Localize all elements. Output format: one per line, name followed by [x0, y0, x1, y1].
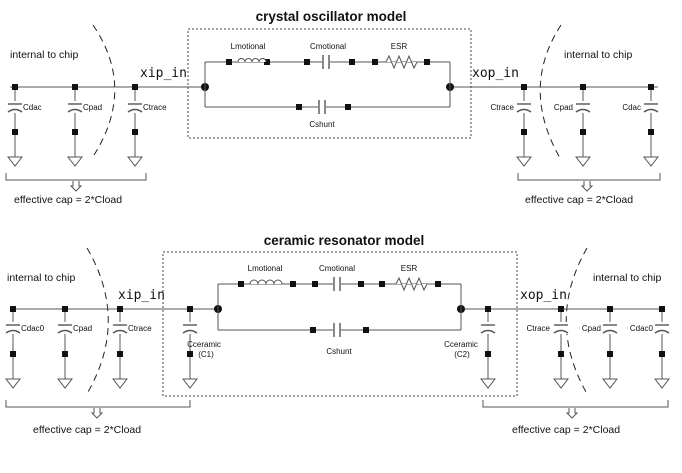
- crystal-cdac-left-label: Cdac: [23, 103, 42, 112]
- ceramic-cdac0-left: [4, 306, 22, 389]
- crystal-ctrace-left: [126, 84, 144, 167]
- crystal-cmotional-capacitor-icon: [322, 54, 330, 70]
- ceramic-cceramic-c2: [479, 306, 497, 389]
- ceramic-effective-cap-right: effective cap = 2*Cload: [512, 424, 620, 436]
- crystal-right-brace: [517, 173, 661, 192]
- crystal-ctrace-left-label: Ctrace: [143, 103, 167, 112]
- crystal-lmotional-inductor-icon: [237, 58, 267, 63]
- crystal-model-boundary: [187, 28, 472, 139]
- ceramic-cshunt-label: Cshunt: [326, 347, 352, 356]
- ceramic-cmotional-capacitor-icon: [333, 276, 341, 292]
- ceramic-c2-label: (C2): [454, 350, 470, 359]
- crystal-cpad-left: [66, 84, 84, 167]
- ceramic-cceramic-c1: [181, 306, 199, 389]
- ceramic-cpad-left-label: Cpad: [73, 324, 92, 333]
- crystal-ctrace-right-label: Ctrace: [490, 103, 514, 112]
- ceramic-lmotional-label: Lmotional: [248, 264, 283, 273]
- crystal-chip-boundary-right: [539, 24, 562, 159]
- ceramic-ctrace-right-label: Ctrace: [526, 324, 550, 333]
- ceramic-cdac0-right-label: Cdac0: [630, 324, 654, 333]
- crystal-cdac-right: [642, 84, 660, 167]
- crystal-chip-boundary-left: [92, 24, 116, 156]
- crystal-internal-right-label: internal to chip: [564, 49, 632, 61]
- ceramic-c1-label: (C1): [198, 350, 214, 359]
- ceramic-cdac0-right: [653, 306, 671, 389]
- ceramic-internal-right-label: internal to chip: [593, 272, 661, 284]
- ceramic-lmotional-inductor-icon: [249, 279, 283, 285]
- crystal-cdac-right-label: Cdac: [622, 103, 641, 112]
- crystal-node-xop-in: xop_in: [472, 66, 519, 81]
- ceramic-cpad-right: [601, 306, 619, 389]
- ceramic-chip-boundary-left: [86, 247, 109, 393]
- ceramic-model-boundary: [162, 251, 518, 397]
- ceramic-chip-boundary-right: [565, 247, 588, 393]
- ceramic-cmotional-label: Cmotional: [319, 264, 355, 273]
- ceramic-ctrace-left: [111, 306, 129, 389]
- crystal-left-brace: [5, 173, 147, 192]
- ceramic-node-xip-in: xip_in: [118, 288, 165, 303]
- ceramic-cpad-right-label: Cpad: [582, 324, 601, 333]
- crystal-shunt-branch: [204, 87, 451, 110]
- ceramic-ctrace-right: [552, 306, 570, 389]
- crystal-right-capacitor-bank: [515, 84, 660, 167]
- ceramic-right-capacitor-bank: [479, 306, 671, 389]
- crystal-effective-cap-left: effective cap = 2*Cload: [14, 194, 122, 206]
- crystal-cpad-right-label: Cpad: [554, 103, 573, 112]
- crystal-esr-resistor-icon: [385, 54, 418, 70]
- crystal-esr-label: ESR: [391, 42, 408, 51]
- ceramic-left-brace: [5, 400, 191, 419]
- ceramic-title: ceramic resonator model: [264, 233, 425, 248]
- ceramic-cceramic1-label: Cceramic: [187, 340, 221, 349]
- ceramic-left-capacitor-bank: [4, 306, 199, 389]
- crystal-lmotional-label: Lmotional: [231, 42, 266, 51]
- ceramic-node-xop-in: xop_in: [520, 288, 567, 303]
- crystal-ctrace-right: [515, 84, 533, 167]
- ceramic-esr-label: ESR: [401, 264, 418, 273]
- crystal-effective-cap-right: effective cap = 2*Cload: [525, 194, 633, 206]
- ceramic-internal-left-label: internal to chip: [7, 272, 75, 284]
- ceramic-cceramic2-label: Cceramic: [444, 340, 478, 349]
- crystal-node-xip-in: xip_in: [140, 66, 187, 81]
- crystal-cshunt-label: Cshunt: [309, 120, 335, 129]
- crystal-cpad-left-label: Cpad: [83, 103, 102, 112]
- ceramic-cdac0-left-label: Cdac0: [21, 324, 45, 333]
- crystal-oscillator-section: crystal oscillator model internal to chi…: [5, 9, 661, 206]
- ceramic-ctrace-left-label: Ctrace: [128, 324, 152, 333]
- ceramic-resonator-section: ceramic resonator model internal to chip…: [4, 233, 671, 436]
- ceramic-right-brace: [482, 400, 669, 419]
- ceramic-effective-cap-left: effective cap = 2*Cload: [33, 424, 141, 436]
- crystal-title: crystal oscillator model: [256, 9, 407, 24]
- ceramic-cpad-left: [56, 306, 74, 389]
- crystal-cshunt-capacitor-icon: [318, 99, 326, 115]
- crystal-cpad-right: [574, 84, 592, 167]
- crystal-cdac-left: [6, 84, 24, 167]
- ceramic-esr-resistor-icon: [395, 276, 428, 292]
- ceramic-cshunt-capacitor-icon: [333, 322, 341, 338]
- crystal-internal-left-label: internal to chip: [10, 49, 78, 61]
- crystal-left-capacitor-bank: [6, 84, 144, 167]
- crystal-cmotional-label: Cmotional: [310, 42, 346, 51]
